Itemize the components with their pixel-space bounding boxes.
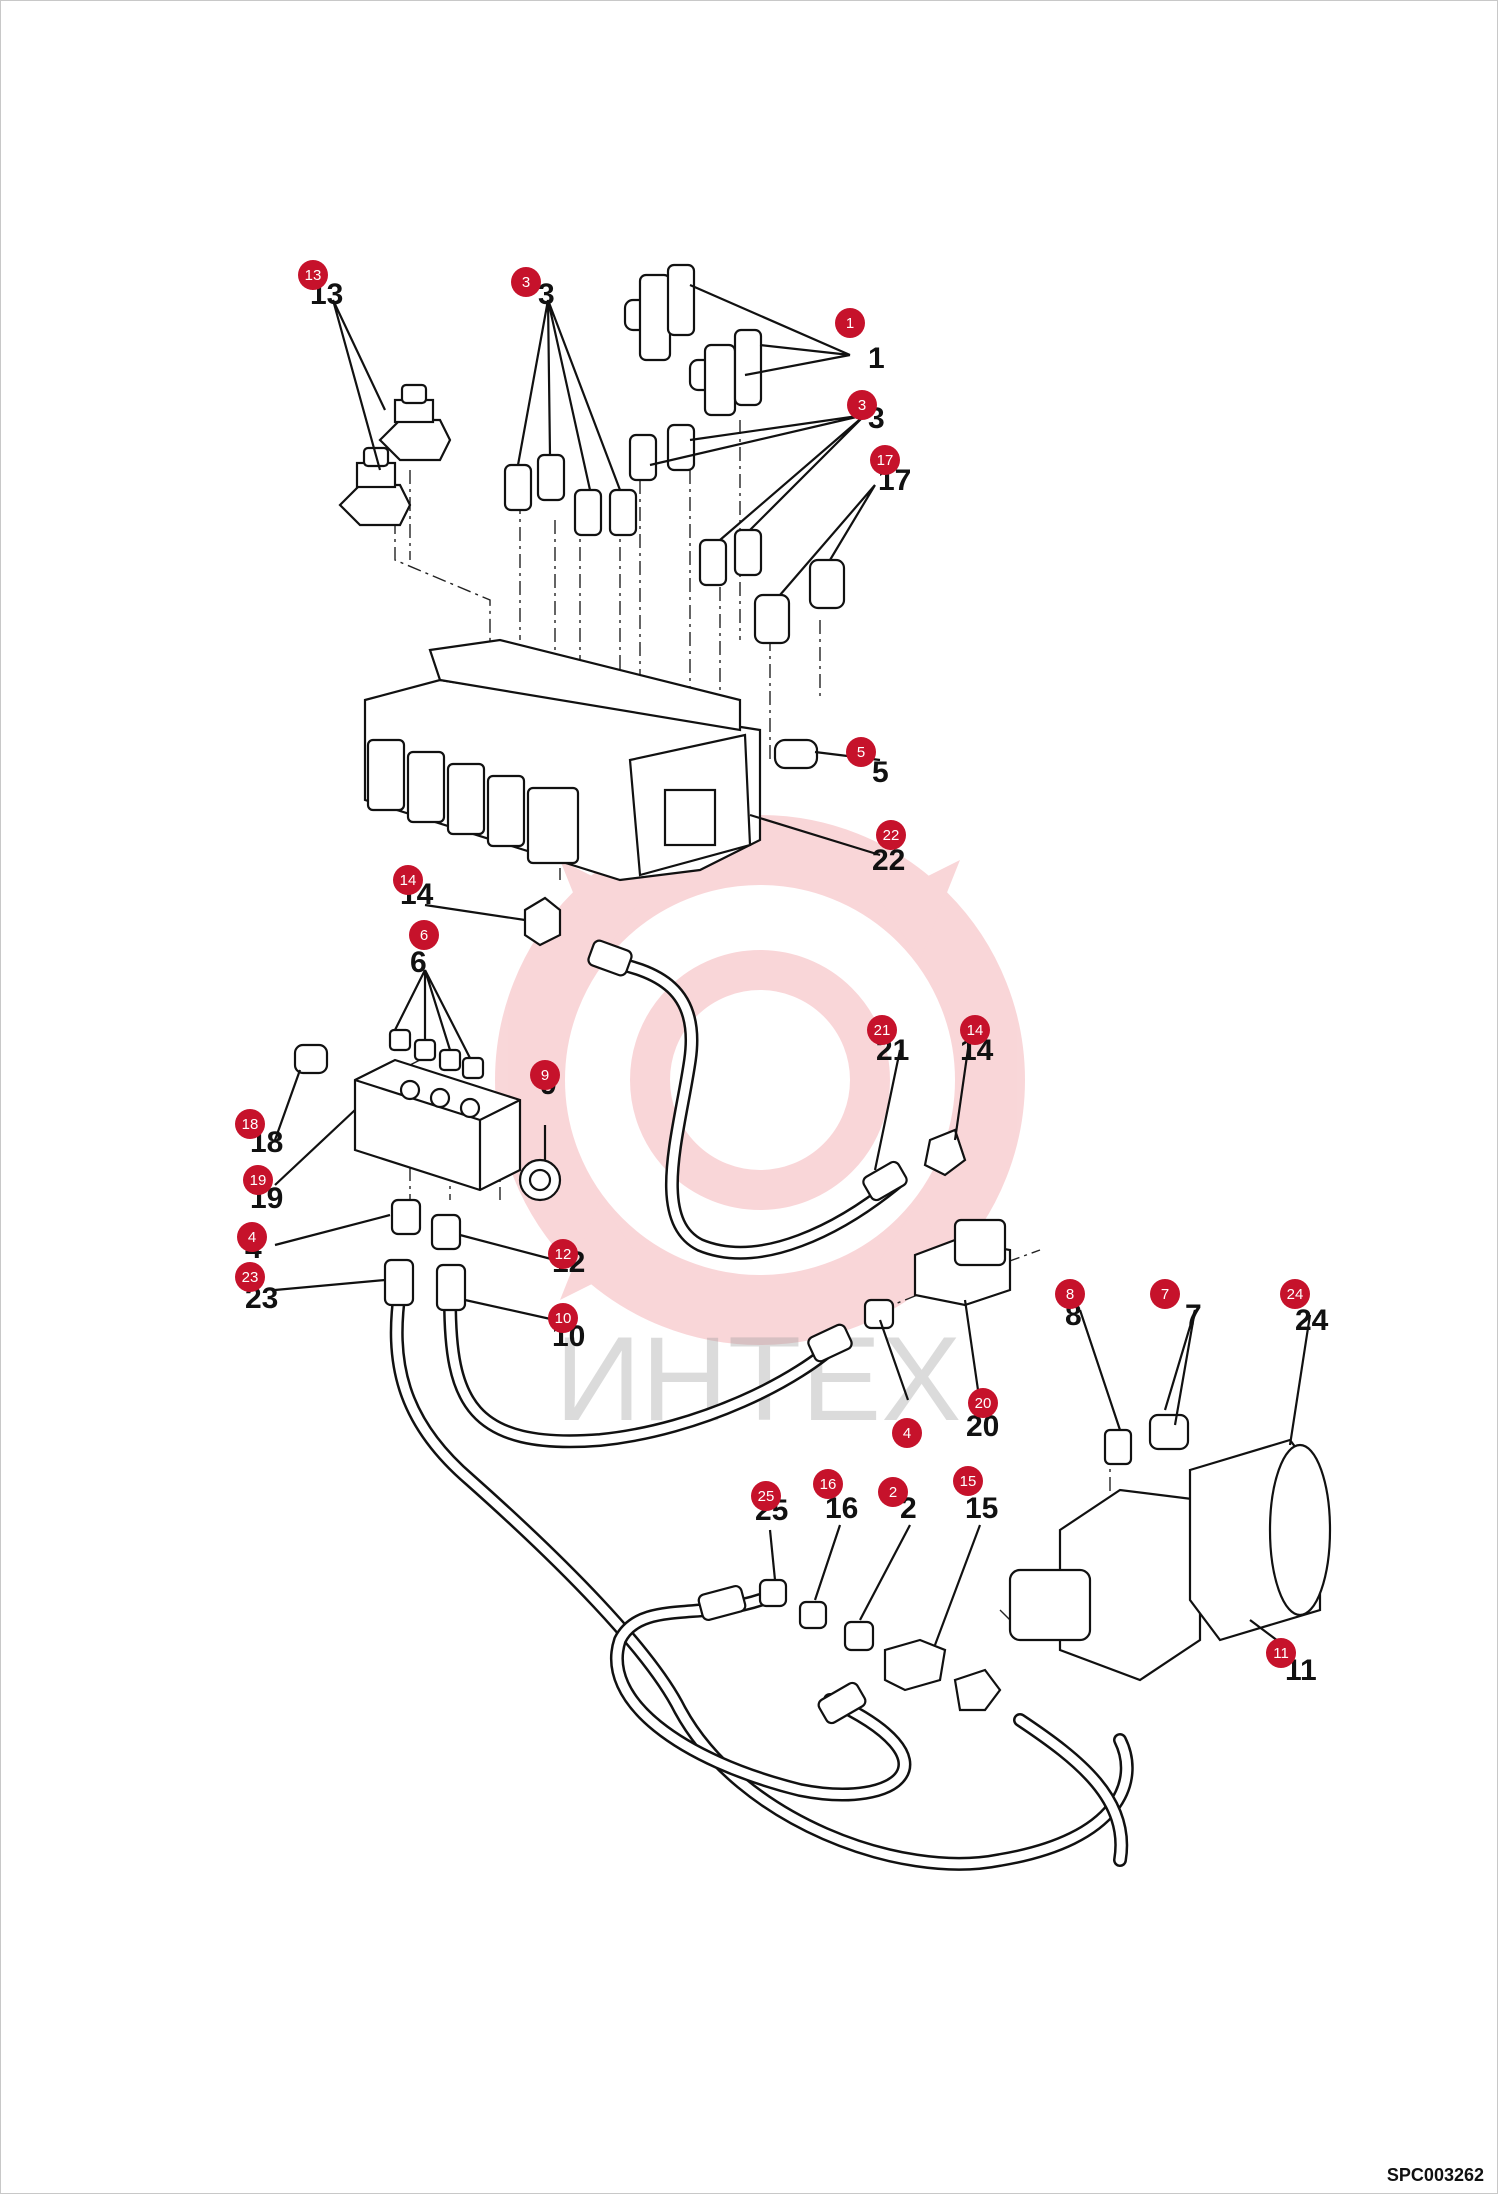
callout-marker-14-lower[interactable]: 14: [960, 1015, 990, 1045]
tee-fittings-1: [623, 263, 763, 417]
callout-marker-23[interactable]: 23: [235, 1262, 265, 1292]
callout-marker-20[interactable]: 20: [968, 1388, 998, 1418]
svg-text:23: 23: [242, 1269, 259, 1286]
callout-marker-11[interactable]: 11: [1266, 1638, 1296, 1668]
callout-marker-12[interactable]: 12: [548, 1239, 578, 1269]
part-number-24: 24: [1295, 1304, 1329, 1337]
fittings-3-right: [628, 423, 763, 587]
callout-marker-17[interactable]: 17: [870, 445, 900, 475]
callout-marker-13[interactable]: 13: [298, 260, 328, 290]
callout-marker-24[interactable]: 24: [1280, 1279, 1310, 1309]
callout-marker-1[interactable]: 1: [835, 308, 865, 338]
callout-marker-4-right[interactable]: 4: [892, 1418, 922, 1448]
callout-marker-3-left[interactable]: 3: [511, 267, 541, 297]
valve-bank: [363, 638, 762, 882]
svg-text:24: 24: [1287, 1286, 1304, 1303]
part-number-3-left: 3: [538, 278, 555, 311]
hose-motor-feed: [1013, 1713, 1129, 1867]
pressure-switch-fittings: [338, 383, 452, 527]
callout-marker-4-left[interactable]: 4: [237, 1222, 267, 1252]
elbow-14-upper: [523, 896, 562, 947]
elbow-14-lower: [923, 1128, 967, 1177]
hose-23: [383, 1258, 1134, 1871]
callout-marker-8[interactable]: 8: [1055, 1279, 1085, 1309]
svg-text:19: 19: [250, 1172, 267, 1189]
svg-text:25: 25: [758, 1488, 775, 1505]
callout-marker-2[interactable]: 2: [878, 1477, 908, 1507]
svg-text:14: 14: [967, 1022, 984, 1039]
watermark-text: ИНТЕХ: [555, 1312, 961, 1446]
callout-marker-3-right[interactable]: 3: [847, 390, 877, 420]
fittings-3-left: [503, 453, 638, 537]
fitting-5: [773, 738, 819, 770]
svg-text:12: 12: [555, 1246, 572, 1263]
svg-text:3: 3: [858, 397, 866, 414]
part-number-7: 7: [1185, 1299, 1202, 1332]
svg-text:1: 1: [846, 315, 854, 332]
svg-text:17: 17: [877, 452, 894, 469]
manifold-block: [293, 1028, 562, 1202]
callout-marker-6[interactable]: 6: [409, 920, 439, 950]
svg-text:4: 4: [248, 1229, 256, 1246]
callout-marker-5[interactable]: 5: [846, 737, 876, 767]
svg-text:20: 20: [975, 1395, 992, 1412]
svg-text:16: 16: [820, 1476, 837, 1493]
callout-marker-9[interactable]: 9: [530, 1060, 560, 1090]
callout-marker-14-upper[interactable]: 14: [393, 865, 423, 895]
motor-fittings: [758, 1578, 1002, 1712]
part-number-6: 6: [410, 946, 427, 979]
callout-marker-16[interactable]: 16: [813, 1469, 843, 1499]
svg-text:7: 7: [1161, 1286, 1169, 1303]
svg-text:11: 11: [1273, 1645, 1289, 1662]
watermark: [495, 815, 1025, 1345]
callout-markers: 13 3 1 3 17 5 22 14 6 9 18 19 4 23 12 10…: [235, 260, 1310, 1668]
svg-text:3: 3: [522, 274, 530, 291]
svg-text:21: 21: [874, 1022, 891, 1039]
svg-text:9: 9: [541, 1067, 549, 1084]
svg-text:10: 10: [555, 1310, 572, 1327]
callout-marker-25[interactable]: 25: [751, 1481, 781, 1511]
callout-marker-22[interactable]: 22: [876, 820, 906, 850]
hose-10: [435, 1263, 853, 1449]
hose-lower-loop: [610, 1584, 912, 1802]
hose-21: [587, 939, 908, 1260]
svg-text:13: 13: [305, 267, 322, 284]
svg-text:15: 15: [960, 1473, 977, 1490]
svg-text:2: 2: [889, 1484, 897, 1501]
svg-text:4: 4: [903, 1425, 911, 1442]
hydraulic-motor: [1008, 1413, 1332, 1682]
fittings-17: [753, 558, 846, 645]
svg-text:6: 6: [420, 927, 428, 944]
part-number-1: 1: [868, 342, 885, 375]
fitting-4-right: [863, 1298, 895, 1330]
manifold-lower-fittings: [390, 1198, 462, 1251]
callout-marker-7[interactable]: 7: [1150, 1279, 1180, 1309]
svg-text:22: 22: [883, 827, 900, 844]
svg-text:5: 5: [857, 744, 865, 761]
callout-marker-19[interactable]: 19: [243, 1165, 273, 1195]
callout-marker-18[interactable]: 18: [235, 1109, 265, 1139]
svg-text:14: 14: [400, 872, 417, 889]
document-code: SPC003262: [1386, 2165, 1484, 2185]
callout-marker-15[interactable]: 15: [953, 1466, 983, 1496]
part-number-5: 5: [872, 756, 889, 789]
svg-text:18: 18: [242, 1116, 259, 1133]
callout-marker-10[interactable]: 10: [548, 1303, 578, 1333]
solenoid-valve-20: [913, 1218, 1012, 1307]
svg-text:8: 8: [1066, 1286, 1074, 1303]
leader-lines: [273, 283, 1312, 1651]
part-number-15: 15: [965, 1492, 998, 1525]
callout-marker-21[interactable]: 21: [867, 1015, 897, 1045]
